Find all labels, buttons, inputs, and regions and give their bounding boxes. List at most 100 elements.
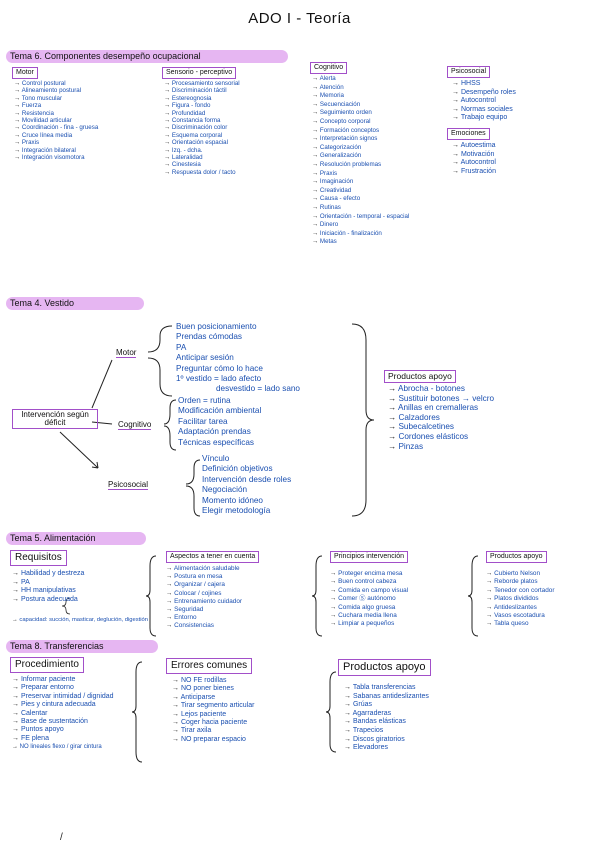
list-item: Comida algo gruesa [330,604,408,612]
tema8-errores-label: Errores comunes [166,658,253,674]
tema6-motor-label: Motor [12,67,38,79]
tema6-psicosocial-label: Psicosocial [447,66,491,78]
list-item: Adaptación prendas [178,427,251,437]
tema4-motor-label: Motor [116,348,137,358]
list-item: Cordones elásticos [388,432,494,442]
tema5-requisitos-label: Requisitos [10,550,67,566]
list-item: Movilidad articular [14,117,98,124]
tema4-heading: Tema 4. Vestido [10,298,75,308]
list-item: Integración visomotora [14,154,98,161]
list-item: Formación conceptos [312,127,409,136]
list-item: 1º vestido = lado afecto [176,374,262,384]
list-item: Tabla queso [486,620,554,628]
list-item: Grúas [344,701,429,710]
tema5-heading: Tema 5. Alimentación [10,533,96,543]
tema8-productos-label: Productos apoyo [338,659,431,676]
list-item: PA [176,342,187,352]
tema8-heading: Tema 8. Transferencias [10,641,104,651]
tema6-motor-list: Control postural Alineamiento postural T… [14,80,99,161]
list-item: Anillas en cremalleras [388,403,494,413]
list-item: Tenedor con cortador [486,587,554,595]
list-item: Vínculo [202,454,230,463]
list-item: Lateralidad [164,154,240,161]
list-item: Cinestesia [164,161,240,168]
list-item: Organizar / cajera [166,581,242,589]
tema8-errores-list: NO FE rodillas NO poner bienes Anticipar… [172,677,255,744]
list-item: Negociación [202,485,248,495]
list-item: Subecalcetines [388,422,494,432]
list-item: Desempeño roles [452,89,516,98]
list-item: Intervención desde roles [202,474,292,484]
list-item: Cruce línea media [14,132,98,139]
tema4-productos-label: Productos apoyo [384,370,456,383]
list-item: Platos divididos [486,595,554,603]
list-item: Autocontrol [452,159,496,168]
list-item: Tabla transferencias [344,684,429,693]
list-item: Habilidad y destreza [12,570,148,579]
list-item: Tirar segmento articular [172,702,255,710]
list-item: Modificación ambiental [178,406,262,416]
list-item: Postura adecuada [12,596,148,605]
list-item: Preservar intimidad / dignidad [12,693,114,701]
list-item: Proteger encima mesa [330,570,408,578]
list-item: HH manipulativas [12,587,148,596]
list-item: Pies y cintura adecuada [12,701,114,709]
list-item: Autocontrol [452,97,516,106]
list-item: Estereognosia [164,95,240,102]
list-item: Atención [312,84,409,93]
list-item: Puntos apoyo [12,726,114,734]
tema8-productos-list: Tabla transferencias Sabanas antidesliza… [344,684,429,753]
list-item: Trapecios [344,727,429,736]
list-item: Discos giratorios [344,736,429,745]
list-item: Rutinas [312,204,409,213]
list-item: Alimentación saludable [166,565,242,573]
list-item: Preguntar cómo lo hace [176,363,263,373]
tema4-cognitivo-label: Cognitivo [118,420,152,430]
tema5-productos-list: Cubierto Nelson Reborde platos Tenedor c… [486,570,555,629]
list-item: Categorización [312,144,409,153]
list-item: Comida en campo visual [330,587,408,595]
list-item: Alerta [312,75,409,84]
list-item: Coger hacia paciente [172,719,254,727]
list-item: Comer Ⓢ autónomo [330,595,408,603]
tema5-aspectos-list: Alimentación saludable Postura en mesa O… [166,565,242,631]
page-title: ADO I - Teoría [248,10,351,27]
list-item: Agarraderas [344,710,429,719]
list-item: NO preparar espacio [172,736,254,744]
tema4-productos-list: Abrocha - botones Sustituir botones → ve… [388,384,494,451]
list-item: Secuenciación [312,101,409,110]
list-item: Cuchara media llena [330,612,408,620]
list-item: Anticiparse [172,694,254,702]
list-item: Buen control cabeza [330,578,408,586]
tema8-procedimiento-label: Procedimiento [10,657,84,673]
list-item: Concepto corporal [312,118,409,127]
list-item: Colocar / cojines [166,590,242,598]
list-item: Anticipar sesión [176,353,234,363]
tema5-requisitos-list: Habilidad y destreza PA HH manipulativas… [12,570,148,625]
list-item: Resolución problemas [312,161,409,170]
tema6-emociones-list: Autoestima Motivación Autocontrol Frustr… [452,142,496,176]
list-item: Calentar [12,710,114,718]
tema8-highlight [6,640,158,653]
list-item: Metas [312,238,409,247]
list-item: Creatividad [312,187,409,196]
list-item: Consistencias [166,622,242,630]
list-item: NO FE rodillas [172,677,254,685]
list-item: Seguridad [166,606,242,614]
list-item: Discriminación táctil [164,87,240,94]
tema4-center-node: Intervención según déficit [12,409,98,429]
tema5-highlight [6,532,146,545]
list-item: NO lineales flexo / girar cintura [12,743,114,751]
list-item: Constancia forma [164,117,240,124]
list-item: Facilitar tarea [178,416,228,426]
tema6-cognitivo-list: Alerta Atención Memoria Secuenciación Se… [312,75,410,247]
list-item: Sabanas antideslizantes [344,693,429,702]
list-item: Alineamiento postural [14,87,98,94]
list-item: Procesamiento sensorial [164,80,240,87]
tema5-aspectos-label: Aspectos a tener en cuenta [166,551,260,563]
list-item: Entrenamiento cuidador [166,598,242,606]
list-item: Informar paciente [12,676,114,684]
list-item: Iniciación - finalización [312,230,409,239]
list-item: Técnicas específicas [178,437,254,447]
